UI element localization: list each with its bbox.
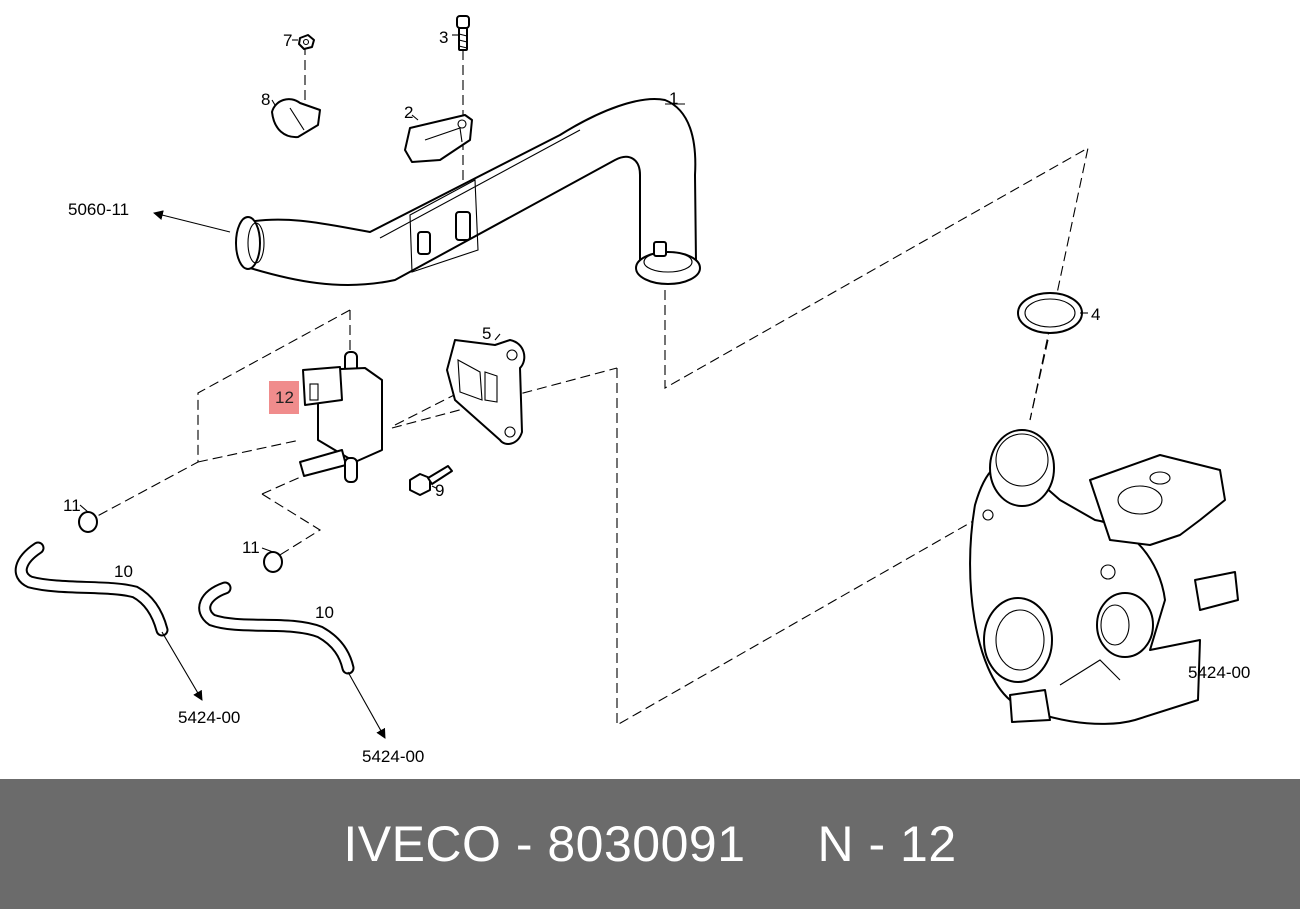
arrow-pipe-ref <box>153 210 231 233</box>
callout-4: 4 <box>1091 305 1100 324</box>
callout-3: 3 <box>439 28 448 47</box>
exploded-parts-diagram: 1 2 3 4 5 7 8 9 10 10 11 11 12 5060-11 5… <box>14 15 1250 766</box>
position-number: 12 <box>900 816 957 872</box>
part-number-banner: IVECO - 8030091 N - 12 <box>0 779 1300 909</box>
callouts: 1 2 3 4 5 7 8 9 10 10 11 11 12 <box>63 28 1100 622</box>
callout-12: 12 <box>275 388 294 407</box>
nut <box>298 34 315 50</box>
ref-label-pipe: 5060-11 <box>68 200 129 219</box>
mounting-bolt <box>409 465 453 496</box>
brand-name: IVECO <box>343 816 502 872</box>
callout-11-left: 11 <box>63 496 81 515</box>
turbocharger <box>969 429 1239 725</box>
reference-labels: 5060-11 5424-00 5424-00 5424-00 <box>68 200 1250 766</box>
ref-label-turbo: 5424-00 <box>1188 663 1250 682</box>
callout-10-mid: 10 <box>315 603 334 622</box>
mounting-plate <box>446 339 526 445</box>
callout-8: 8 <box>261 90 270 109</box>
callout-9: 9 <box>435 481 444 500</box>
callout-11-mid: 11 <box>242 538 260 557</box>
hose-clip <box>271 98 321 139</box>
callout-7: 7 <box>283 31 292 50</box>
ref-label-hose-mid: 5424-00 <box>362 747 424 766</box>
leader-lines <box>79 34 1088 553</box>
arrow-hose-mid-ref <box>347 671 386 739</box>
callout-1: 1 <box>669 89 678 108</box>
o-ring <box>1017 292 1083 334</box>
hose-left <box>14 541 169 637</box>
callout-10-left: 10 <box>114 562 133 581</box>
hose-mid <box>198 581 355 675</box>
callout-2: 2 <box>404 103 413 122</box>
callout-5: 5 <box>482 324 491 343</box>
hose-cap-left <box>78 511 98 533</box>
part-number: 8030091 <box>547 816 746 872</box>
part-number-caption: IVECO - 8030091 N - 12 <box>343 815 956 873</box>
bracket-screw <box>456 15 470 51</box>
ref-label-hose-left: 5424-00 <box>178 708 240 727</box>
position-prefix: N - <box>817 816 901 872</box>
solenoid-valve <box>299 351 383 483</box>
intake-pipe <box>235 98 701 286</box>
caption-spacer <box>746 816 818 872</box>
hose-cap-mid <box>263 551 283 573</box>
caption-separator: - <box>501 816 548 872</box>
reference-arrows <box>153 210 386 739</box>
pipe-bracket <box>404 114 473 163</box>
callout-highlight <box>269 381 299 414</box>
arrow-hose-left-ref <box>161 631 203 701</box>
